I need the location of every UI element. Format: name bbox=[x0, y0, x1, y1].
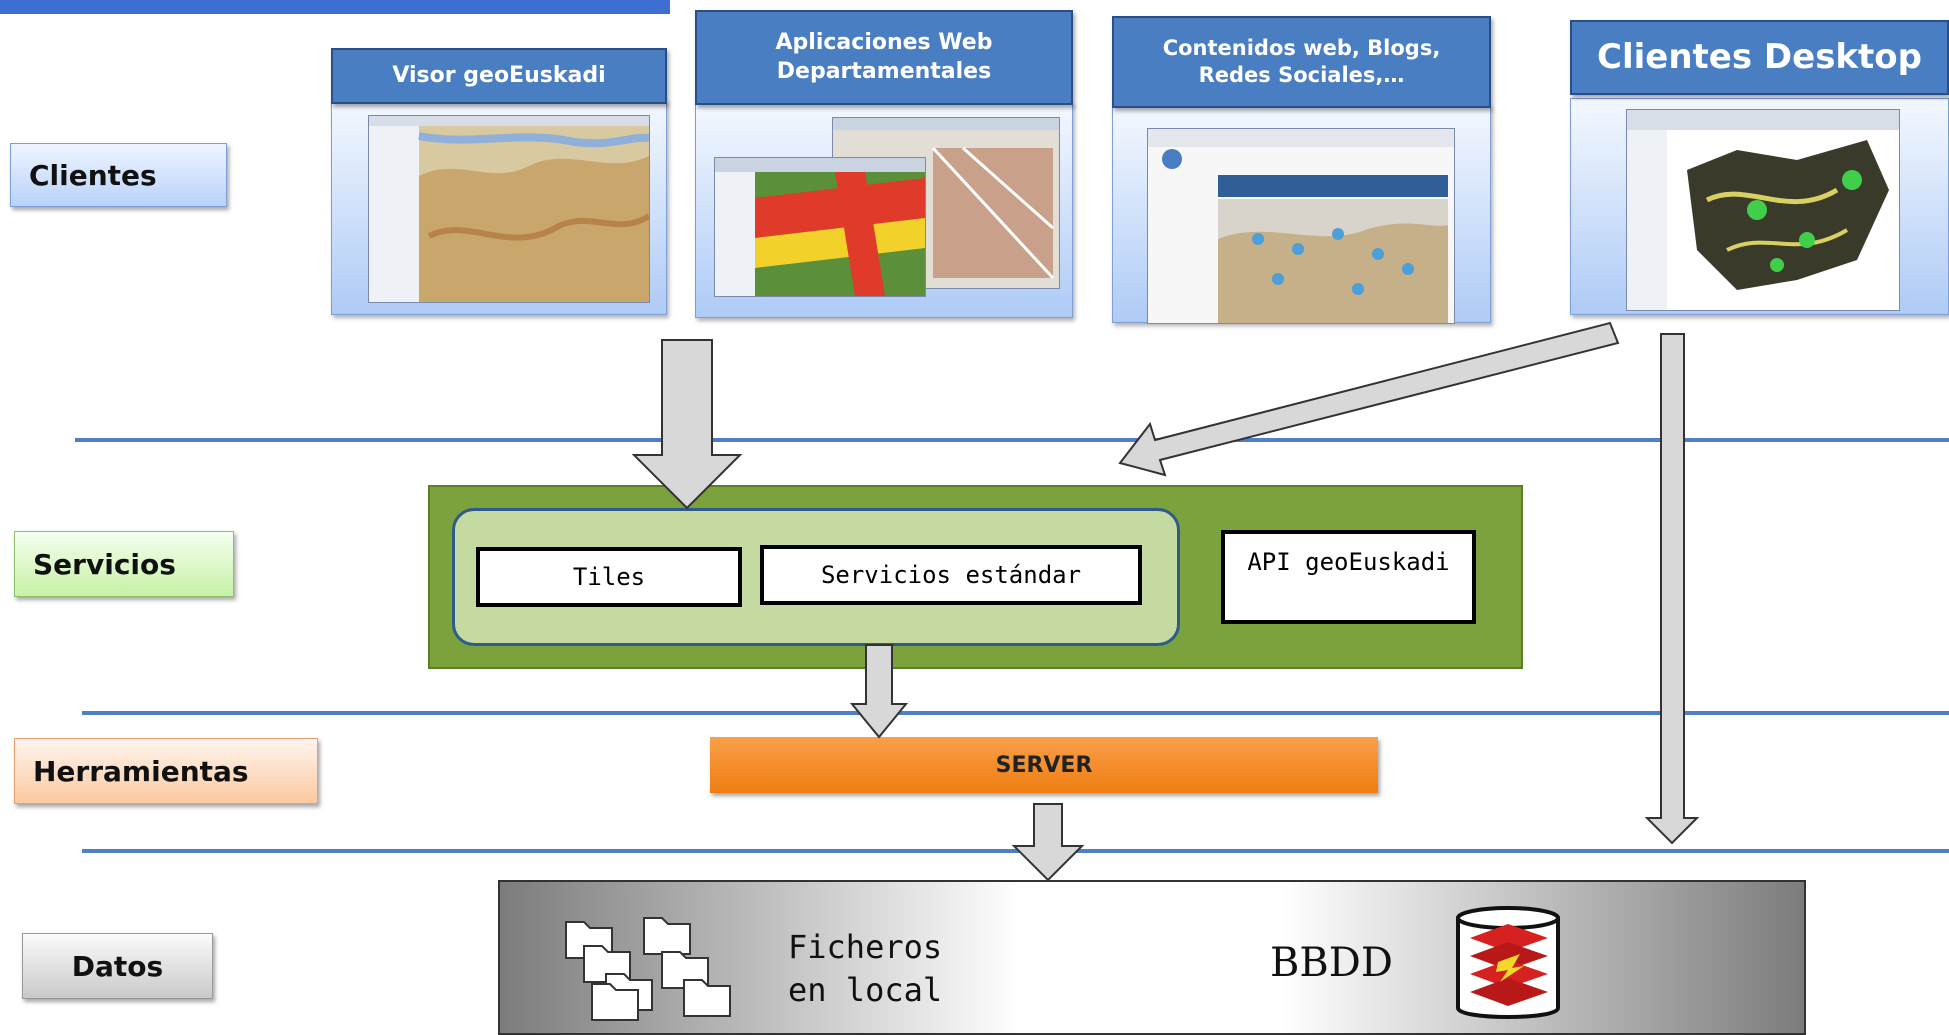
divider-line-3 bbox=[82, 849, 1949, 853]
client-panel-visor bbox=[331, 100, 667, 315]
client-title-contenidos: Contenidos web, Blogs, Redes Sociales,… bbox=[1112, 16, 1491, 108]
top-accent-bar bbox=[0, 0, 670, 14]
client-panel-desktop bbox=[1570, 98, 1949, 315]
web-content-screenshot bbox=[1147, 128, 1455, 324]
client-title-desktop: Clientes Desktop bbox=[1570, 20, 1949, 95]
arrow-clients-to-services bbox=[631, 339, 743, 510]
divider-line-2 bbox=[82, 711, 1949, 715]
client-panel-apps bbox=[695, 102, 1073, 318]
desktop-gis-screenshot bbox=[1626, 109, 1900, 311]
local-files-label: Ficheros en local bbox=[788, 926, 988, 1012]
client-panel-contenidos bbox=[1112, 105, 1491, 324]
map-viewer-screenshot bbox=[368, 115, 650, 303]
local-files-line2: en local bbox=[788, 971, 943, 1010]
api-geoeuskadi-box: API geoEuskadi bbox=[1221, 530, 1476, 624]
standard-services-box: Servicios estándar bbox=[760, 545, 1142, 605]
arrow-desktop-to-services bbox=[1118, 321, 1620, 477]
local-files-line1: Ficheros bbox=[788, 928, 943, 966]
web-apps-screenshot-front bbox=[714, 157, 926, 297]
layer-label-herramientas: Herramientas bbox=[14, 738, 318, 804]
layer-label-datos: Datos bbox=[22, 933, 213, 999]
client-title-visor: Visor geoEuskadi bbox=[331, 48, 667, 104]
tiles-service-box: Tiles bbox=[476, 547, 742, 607]
layer-label-clientes: Clientes bbox=[10, 143, 227, 207]
client-title-apps: Aplicaciones Web Departamentales bbox=[695, 10, 1073, 105]
divider-line-1 bbox=[75, 438, 1949, 442]
database-icon bbox=[1454, 904, 1562, 1022]
bbdd-label: BBDD bbox=[1270, 940, 1393, 986]
server-bar: SERVER bbox=[710, 737, 1378, 793]
arrow-desktop-to-data bbox=[1644, 333, 1700, 845]
arrow-server-to-data bbox=[1011, 803, 1085, 882]
folders-icon bbox=[562, 910, 752, 1028]
layer-label-servicios: Servicios bbox=[14, 531, 234, 597]
